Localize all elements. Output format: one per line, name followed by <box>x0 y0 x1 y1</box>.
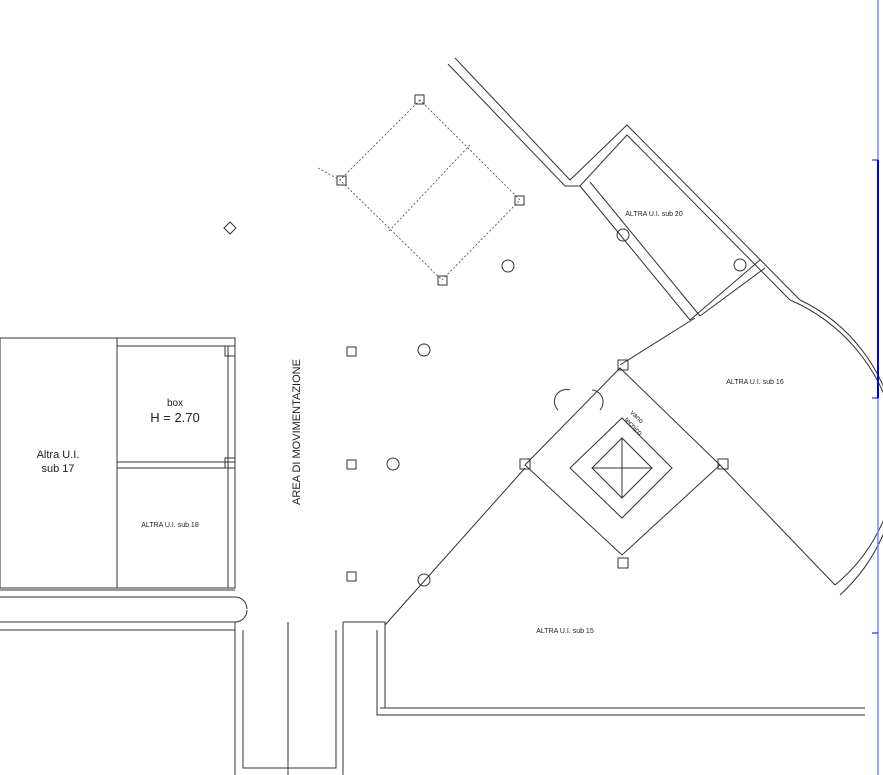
label-sub17-line2: sub 17 <box>41 463 74 475</box>
door <box>234 596 248 623</box>
walls <box>0 57 883 775</box>
label-sub17: Altra U.I. <box>37 449 80 461</box>
stair-core <box>524 367 721 556</box>
room-labels: Altra U.I. sub 17 box H = 2.70 ALTRA U.I… <box>37 211 784 635</box>
parking-outline <box>317 99 521 281</box>
label-sub20: ALTRA U.I. sub 20 <box>625 211 683 218</box>
label-sub16: ALTRA U.I. sub 16 <box>726 379 784 386</box>
label-box-height: H = 2.70 <box>150 410 200 425</box>
vertical-scrollbar[interactable] <box>872 0 879 775</box>
label-box: box <box>167 398 183 409</box>
label-sub15: ALTRA U.I. sub 15 <box>536 628 594 635</box>
label-sub18: ALTRA U.I. sub 18 <box>141 522 199 529</box>
unit-box <box>116 337 236 589</box>
columns <box>223 221 747 587</box>
label-area-movimentazione: AREA DI MOVIMENTAZIONE <box>291 359 303 505</box>
